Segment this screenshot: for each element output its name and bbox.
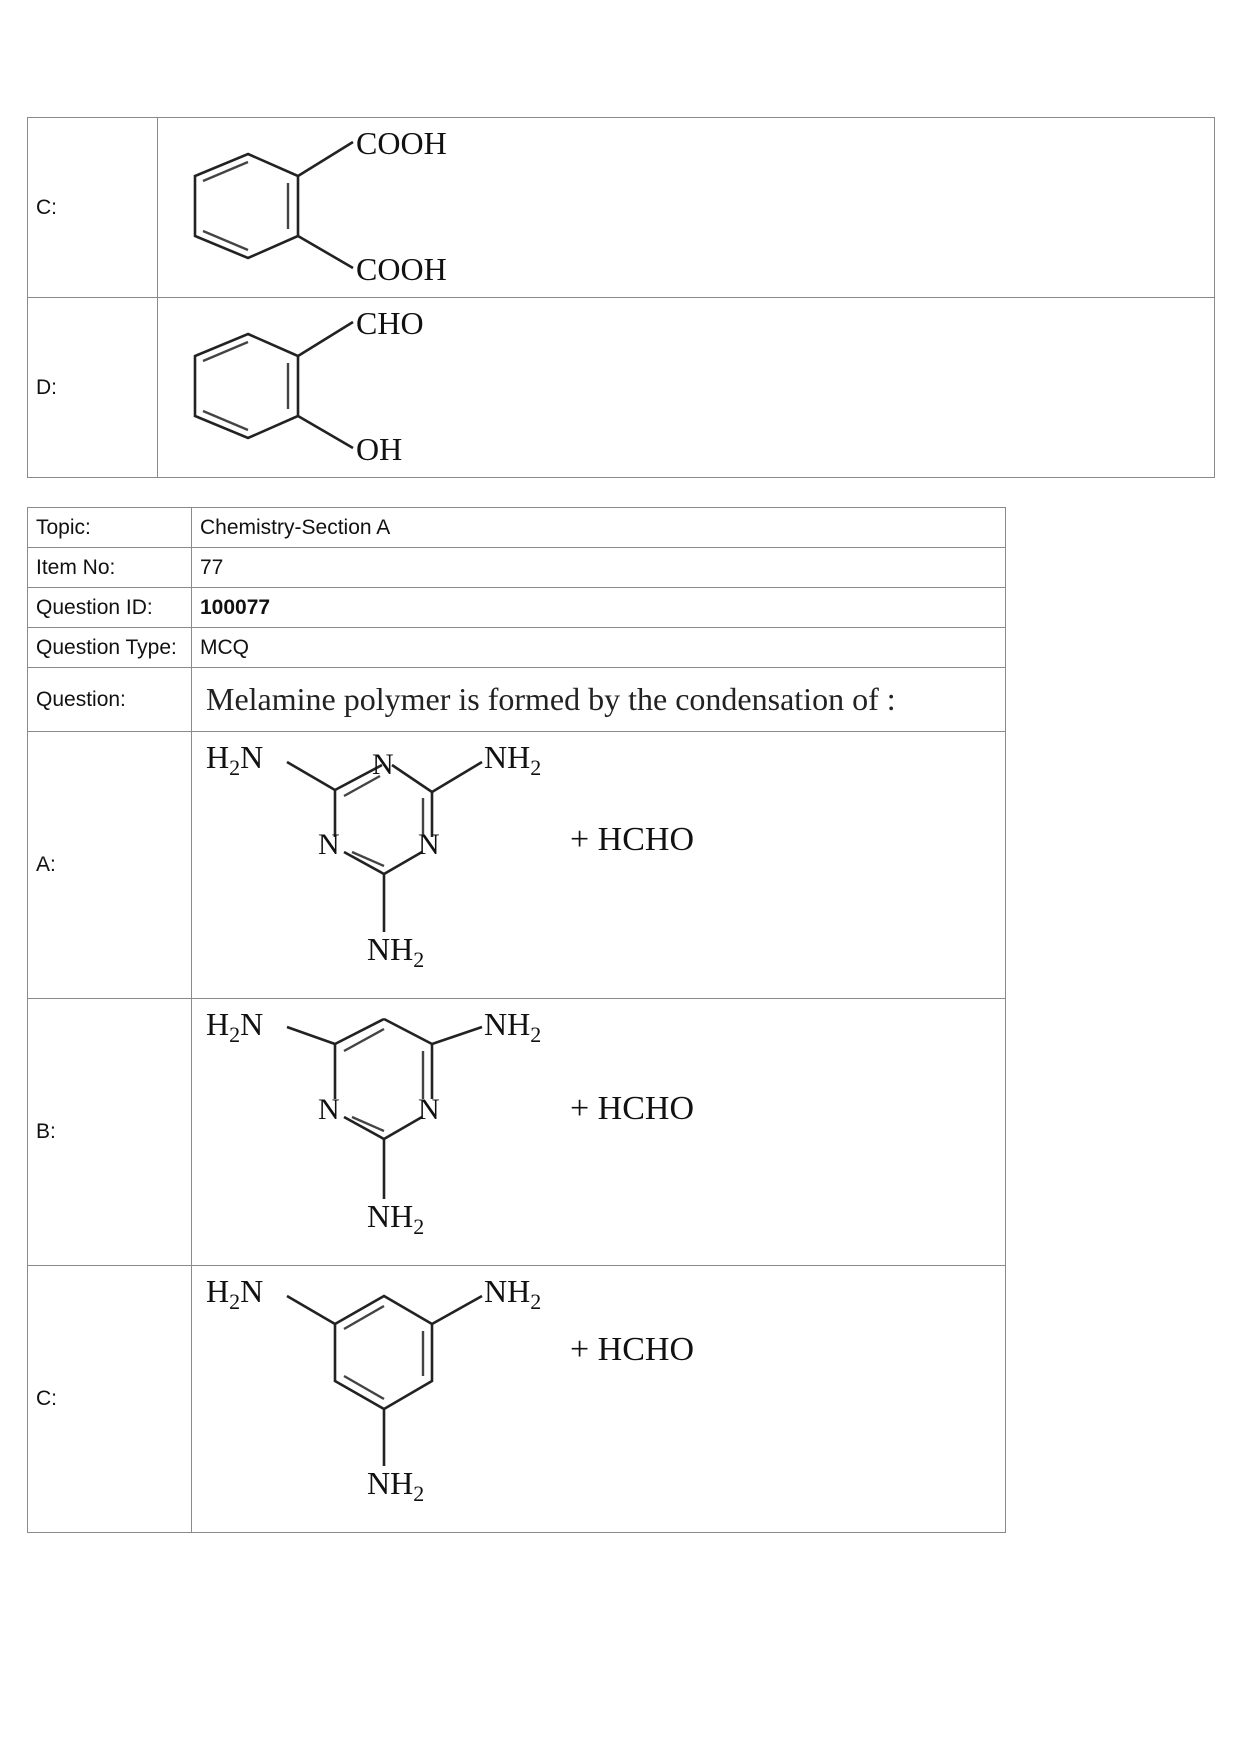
ring-nitrogen: N: [372, 748, 394, 781]
item-label: Item No:: [27, 547, 192, 588]
option-structure-cell: CHO OH: [157, 297, 1215, 478]
options-continued-table: C: COOH COOH D: CHO: [27, 117, 1215, 478]
question-id-value: 100077: [191, 587, 1006, 628]
option-row-d-top: D: CHO OH: [27, 297, 1215, 478]
question-type-label: Question Type:: [27, 627, 192, 668]
group-bottom: NH2: [367, 1198, 424, 1239]
reagent-text: + HCHO: [570, 1331, 694, 1368]
substituent-bottom: OH: [356, 431, 402, 467]
item-value: 77: [191, 547, 1006, 588]
group-left: H2N: [206, 739, 263, 780]
option-structure-cell: H2N NH2 NH2 + HCHO: [191, 1265, 1006, 1533]
group-right: NH2: [484, 739, 541, 780]
option-label: C:: [27, 1265, 192, 1533]
reagent-text: + HCHO: [570, 821, 694, 858]
group-left: H2N: [206, 1273, 263, 1314]
ring-nitrogen: N: [418, 828, 440, 861]
salicylaldehyde-structure: CHO OH: [193, 305, 424, 467]
substituent-top: COOH: [356, 125, 447, 161]
option-row-b: B: N N H2N NH2 NH2 + HCHO: [27, 998, 1006, 1266]
option-structure-cell: COOH COOH: [157, 117, 1215, 298]
topic-row: Topic: Chemistry-Section A: [27, 507, 1006, 548]
reagent-text: + HCHO: [570, 1090, 694, 1127]
option-row-a: A: N N N H2N: [27, 731, 1006, 999]
topic-value: Chemistry-Section A: [191, 507, 1006, 548]
question-id-label: Question ID:: [27, 587, 192, 628]
option-label: D:: [27, 297, 158, 478]
question-label: Question:: [27, 667, 192, 732]
option-row-c-top: C: COOH COOH: [27, 117, 1215, 298]
question-text: Melamine polymer is formed by the conden…: [191, 667, 1006, 732]
phthalic-acid-structure: COOH COOH: [193, 125, 447, 287]
option-label: A:: [27, 731, 192, 999]
triaminopyrimidine-structure: N N H2N NH2 NH2 + HCHO: [206, 1006, 694, 1239]
question-id-row: Question ID: 100077: [27, 587, 1006, 628]
triaminobenzene-structure: H2N NH2 NH2 + HCHO: [206, 1273, 694, 1506]
melamine-structure: N N N H2N NH2 NH2 + HCHO: [206, 739, 694, 972]
ring-nitrogen: N: [318, 828, 340, 861]
group-bottom: NH2: [367, 931, 424, 972]
option-structure-cell: N N H2N NH2 NH2 + HCHO: [191, 998, 1006, 1266]
group-bottom: NH2: [367, 1465, 424, 1506]
question-row: Question: Melamine polymer is formed by …: [27, 667, 1006, 732]
ring-nitrogen: N: [318, 1093, 340, 1126]
item-row: Item No: 77: [27, 547, 1006, 588]
question-type-row: Question Type: MCQ: [27, 627, 1006, 668]
substituent-bottom: COOH: [356, 251, 447, 287]
topic-label: Topic:: [27, 507, 192, 548]
question-table: Topic: Chemistry-Section A Item No: 77 Q…: [27, 507, 1006, 1533]
substituent-top: CHO: [356, 305, 424, 341]
group-left: H2N: [206, 1006, 263, 1047]
option-row-c: C: H2N NH2 NH2 + HCHO: [27, 1265, 1006, 1533]
ring-nitrogen: N: [418, 1093, 440, 1126]
option-label: B:: [27, 998, 192, 1266]
option-structure-cell: N N N H2N NH2 NH2 + HCHO: [191, 731, 1006, 999]
group-right: NH2: [484, 1273, 541, 1314]
question-type-value: MCQ: [191, 627, 1006, 668]
option-label: C:: [27, 117, 158, 298]
group-right: NH2: [484, 1006, 541, 1047]
